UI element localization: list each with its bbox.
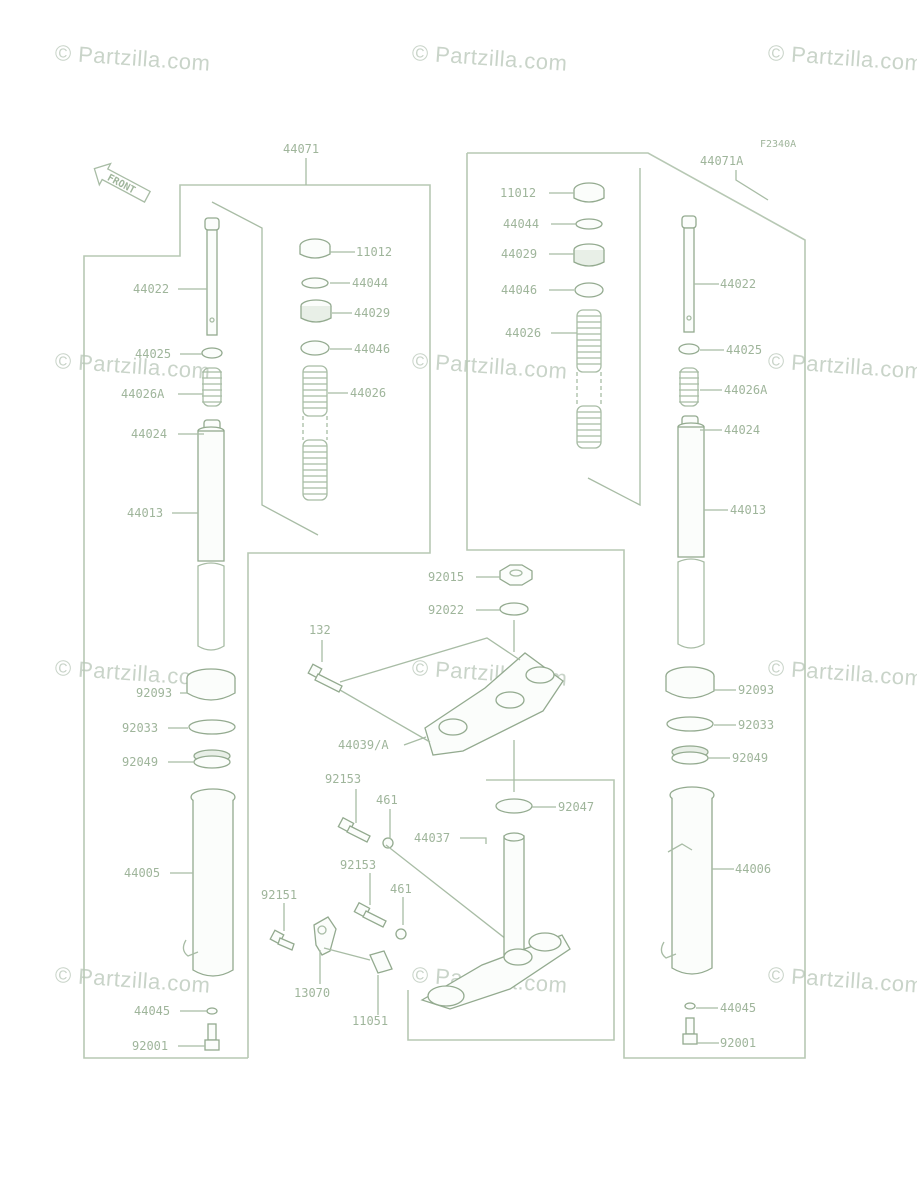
- callout-11012-left: 11012: [356, 245, 392, 259]
- callout-11051: 11051: [352, 1014, 388, 1028]
- steering-stem-group-outline: [407, 779, 615, 1041]
- callout-461-upper: 461: [376, 793, 398, 807]
- spring-seat-right: [573, 243, 605, 267]
- stem-bolt-1: [337, 816, 371, 843]
- callout-92022: 92022: [428, 603, 464, 617]
- callout-44071: 44071: [283, 142, 319, 156]
- callout-92033-left: 92033: [122, 721, 158, 735]
- callout-44006-right: 44006: [735, 862, 771, 876]
- washer-right: [671, 745, 709, 765]
- leader-lines: [168, 158, 769, 1047]
- washer-461-lower: [395, 928, 407, 940]
- left-fork-group-outline: [83, 184, 431, 1059]
- o-ring-left: [301, 277, 329, 289]
- callout-44026A-right: 44026A: [724, 383, 768, 397]
- callout-44026-right: 44026: [505, 326, 541, 340]
- figure-code: F2340A: [760, 139, 796, 150]
- drain-bolt-left: [204, 1023, 220, 1051]
- snap-ring-left: [188, 719, 236, 735]
- spacer-ring-left: [300, 340, 330, 356]
- callout-92093-right: 92093: [738, 683, 774, 697]
- callout-44044-right: 44044: [503, 217, 539, 231]
- front-arrow-icon: FRONT: [93, 162, 152, 203]
- fork-cap-bolt-right: [681, 215, 697, 333]
- stem-nut: [499, 564, 533, 586]
- callout-92047: 92047: [558, 800, 594, 814]
- callout-44071A: 44071A: [700, 154, 744, 168]
- callout-92049-right: 92049: [732, 751, 768, 765]
- callout-44013-left: 44013: [127, 506, 163, 520]
- bracket-plate: [369, 950, 393, 974]
- clamp-bolt: [307, 663, 343, 693]
- o-ring-right: [575, 218, 603, 230]
- circlip-right: [678, 343, 700, 355]
- fork-cap-right: [573, 182, 605, 203]
- callout-92033-right: 92033: [738, 718, 774, 732]
- callout-92153-lower: 92153: [340, 858, 376, 872]
- callout-44037: 44037: [414, 831, 450, 845]
- stem-washer: [499, 602, 529, 616]
- small-bolt: [269, 929, 295, 951]
- callout-44026-left: 44026: [350, 386, 386, 400]
- outer-tube-left: [182, 788, 236, 977]
- short-spring-right: [679, 367, 699, 407]
- short-spring-left: [202, 367, 222, 407]
- washer-left: [193, 749, 231, 769]
- fork-cap-bolt-left: [204, 217, 220, 336]
- steering-stem: [503, 832, 525, 963]
- steering-bearing: [495, 798, 533, 814]
- callout-44025-left: 44025: [135, 347, 171, 361]
- main-spring-left: [302, 365, 328, 501]
- callout-44005-left: 44005: [124, 866, 160, 880]
- callout-44022-left: 44022: [133, 282, 169, 296]
- oil-seal-right: [665, 666, 715, 699]
- callout-92015: 92015: [428, 570, 464, 584]
- fork-cap-left: [299, 238, 331, 259]
- callout-132: 132: [309, 623, 331, 637]
- lower-bracket: [420, 932, 571, 1010]
- gasket-right: [684, 1002, 696, 1010]
- cable-guide: [313, 916, 337, 956]
- spacer-ring-right: [574, 282, 604, 298]
- callout-44045-right: 44045: [720, 1001, 756, 1015]
- callout-44022-right: 44022: [720, 277, 756, 291]
- snap-ring-right: [666, 716, 714, 732]
- callout-92049-left: 92049: [122, 755, 158, 769]
- washer-461-upper: [382, 837, 394, 849]
- callout-44029-right: 44029: [501, 247, 537, 261]
- spring-seat-left: [300, 299, 332, 323]
- callout-44029-left: 44029: [354, 306, 390, 320]
- callout-44013-right: 44013: [730, 503, 766, 517]
- callout-92001-right: 92001: [720, 1036, 756, 1050]
- inner-tube-right: [677, 422, 705, 649]
- outer-tube-right: [660, 786, 715, 975]
- upper-bracket: [424, 652, 564, 756]
- right-fork-group-outline: [466, 152, 806, 1059]
- callout-92001-left: 92001: [132, 1039, 168, 1053]
- callout-44046-right: 44046: [501, 283, 537, 297]
- callout-92151: 92151: [261, 888, 297, 902]
- callout-92093-left: 92093: [136, 686, 172, 700]
- oil-seal-left: [186, 668, 236, 701]
- callout-44039A: 44039/A: [338, 738, 389, 752]
- main-spring-right: [576, 309, 602, 449]
- callout-44024-left: 44024: [131, 427, 167, 441]
- inner-tube-left: [197, 426, 225, 651]
- callout-44025-right: 44025: [726, 343, 762, 357]
- gasket-left: [206, 1007, 218, 1015]
- callout-461-lower: 461: [390, 882, 412, 896]
- callout-13070: 13070: [294, 986, 330, 1000]
- callout-44045-left: 44045: [134, 1004, 170, 1018]
- callout-44044-left: 44044: [352, 276, 388, 290]
- callout-92153-upper: 92153: [325, 772, 361, 786]
- callout-11012-right: 11012: [500, 186, 536, 200]
- callout-44024-right: 44024: [724, 423, 760, 437]
- circlip-left: [201, 347, 223, 359]
- stem-bolt-2: [353, 901, 387, 928]
- drain-bolt-right: [682, 1017, 698, 1045]
- callout-44026A-left: 44026A: [121, 387, 165, 401]
- callout-44046-left: 44046: [354, 342, 390, 356]
